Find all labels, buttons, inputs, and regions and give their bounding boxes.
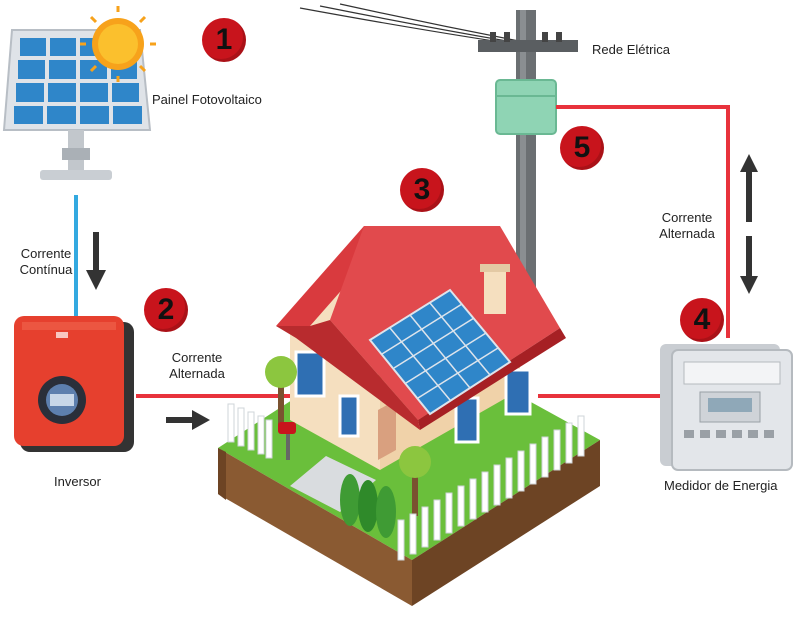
- grid-label: Rede Elétrica: [592, 42, 671, 57]
- dc-current-line1: Corrente: [20, 246, 72, 261]
- panel-label: Painel Fotovoltaico: [152, 92, 262, 107]
- sun-icon: [80, 6, 156, 82]
- inverter-label: Inversor: [54, 474, 101, 489]
- house-scene: [218, 226, 600, 606]
- dc-current-label: Corrente Contínua: [10, 246, 82, 278]
- badge-1: 1: [202, 18, 246, 62]
- badge-2: 2: [144, 288, 188, 332]
- arrow-right-ac: [166, 410, 210, 430]
- dc-current-line2: Contínua: [19, 262, 73, 277]
- ac-current-right-line2: Alternada: [659, 226, 715, 241]
- arrow-bidirectional: [740, 154, 758, 294]
- inverter-device: [14, 316, 134, 452]
- ac-current-right-label: Corrente Alternada: [648, 210, 726, 242]
- transformer-box: [495, 79, 557, 135]
- energy-meter: [660, 344, 793, 471]
- badge-3: 3: [400, 168, 444, 212]
- badge-5: 5: [560, 126, 604, 170]
- ac-current-left-line1: Corrente: [171, 350, 223, 365]
- meter-label: Medidor de Energia: [664, 478, 778, 493]
- ac-current-left-line2: Alternada: [169, 366, 225, 381]
- ac-lines: [136, 105, 730, 398]
- arrow-down-dc: [86, 232, 106, 290]
- ac-current-right-line1: Corrente: [661, 210, 713, 225]
- ac-current-left-label: Corrente Alternada: [158, 350, 236, 382]
- badge-4: 4: [680, 298, 724, 342]
